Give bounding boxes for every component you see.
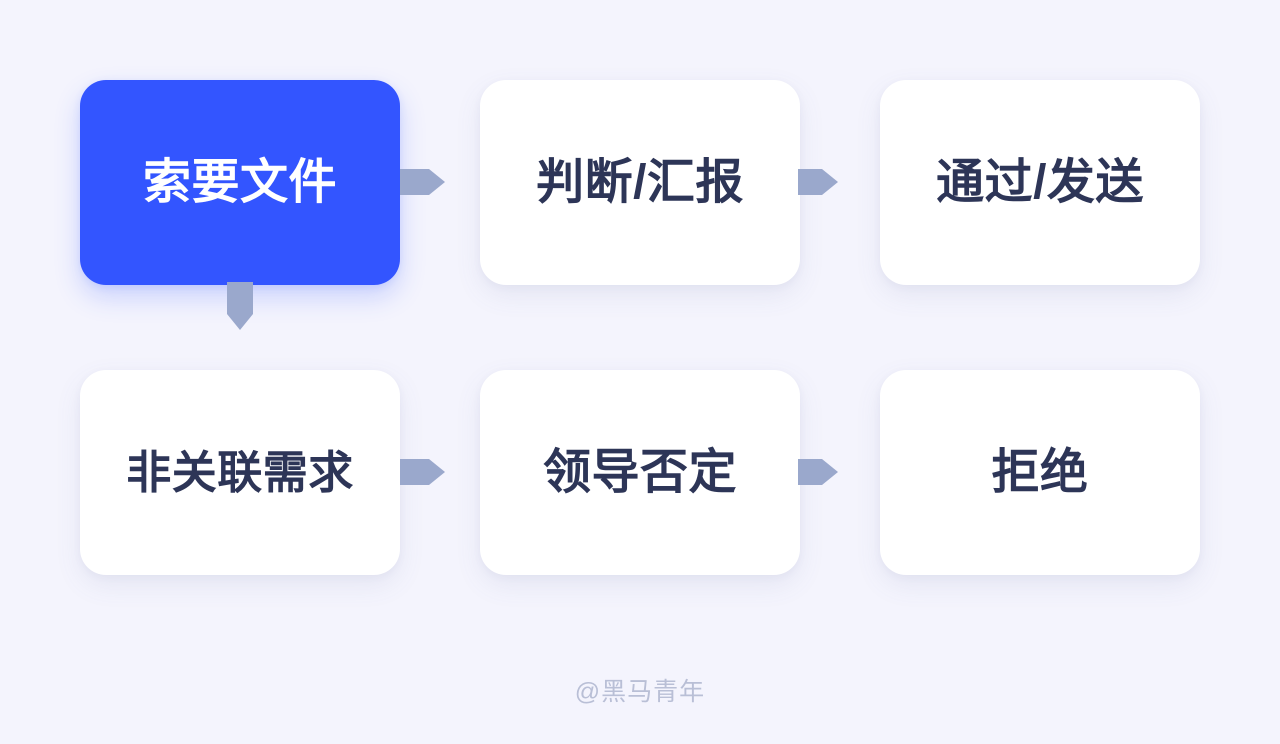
arrow-shaft — [798, 459, 822, 485]
arrow-head — [227, 314, 253, 330]
arrow-down-icon-request-to-unrelated — [227, 282, 253, 330]
card-refuse[interactable]: 拒绝 — [880, 370, 1200, 575]
card-approve-send[interactable]: 通过/发送 — [880, 80, 1200, 285]
arrow-right-icon-request-to-judge — [400, 169, 445, 195]
card-approve-send-label: 通过/发送 — [936, 155, 1144, 209]
card-request-documents[interactable]: 索要文件 — [80, 80, 400, 285]
watermark-credit: @黑马青年 — [574, 678, 706, 706]
arrow-shaft — [400, 459, 429, 485]
card-judge-report[interactable]: 判断/汇报 — [480, 80, 800, 285]
arrow-head — [429, 459, 445, 485]
arrow-right-icon-leader-to-refuse — [798, 459, 838, 485]
arrow-shaft — [227, 282, 253, 314]
arrow-right-icon-judge-to-approve — [798, 169, 838, 195]
arrow-head — [822, 459, 838, 485]
arrow-shaft — [400, 169, 429, 195]
card-unrelated-request[interactable]: 非关联需求 — [80, 370, 400, 575]
card-leader-reject[interactable]: 领导否定 — [480, 370, 800, 575]
arrow-right-icon-unrelated-to-leader — [400, 459, 445, 485]
card-leader-reject-label: 领导否定 — [542, 445, 737, 499]
card-unrelated-request-label: 非关联需求 — [126, 447, 354, 498]
arrow-head — [822, 169, 838, 195]
arrow-head — [429, 169, 445, 195]
arrow-shaft — [798, 169, 822, 195]
card-request-documents-label: 索要文件 — [142, 155, 337, 209]
card-judge-report-label: 判断/汇报 — [536, 155, 744, 209]
card-refuse-label: 拒绝 — [991, 445, 1089, 499]
